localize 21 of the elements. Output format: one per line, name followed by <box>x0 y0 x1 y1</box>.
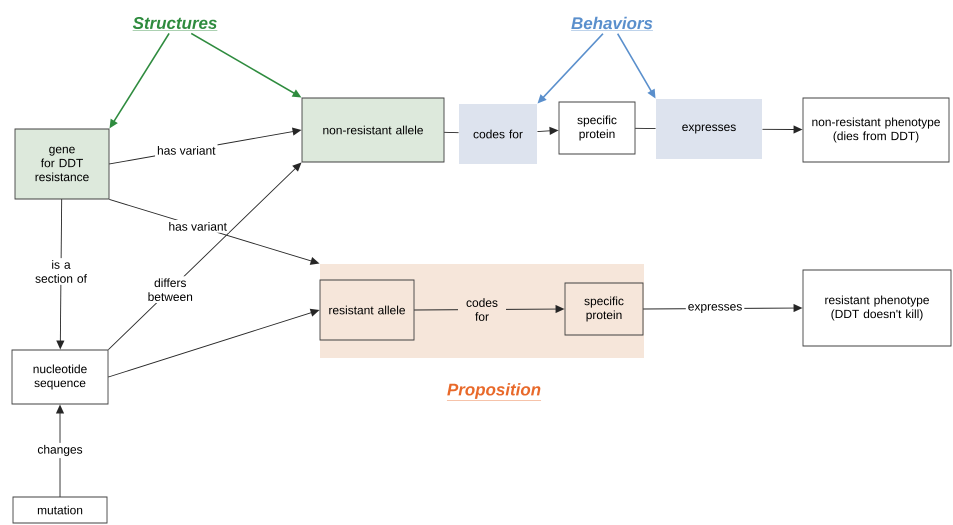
concept-box: resistant phenotype (DDT doesn't kill) <box>802 270 952 346</box>
edge-label: differs between <box>137 276 204 304</box>
edge-label: has variant <box>155 144 218 157</box>
linking-phrase-box: codes for <box>459 104 537 164</box>
category-heading: Proposition <box>446 383 542 400</box>
concept-box: specific protein <box>564 282 644 336</box>
linking-phrase-box: expresses <box>656 99 762 159</box>
concept-box: specific protein <box>558 102 636 154</box>
edge-label: codes for <box>458 296 506 323</box>
concept-box: mutation <box>12 496 108 524</box>
edge-label: expresses <box>686 302 744 315</box>
category-heading: Structures <box>132 17 218 31</box>
concept-box: non-resistant allele <box>302 98 444 162</box>
category-heading: Behaviors <box>570 16 654 31</box>
edge-label: is a section of <box>33 258 89 285</box>
concept-box: resistant allele <box>320 280 414 340</box>
concept-box: nucleotide sequence <box>12 350 108 404</box>
concept-box: gene for DDT resistance <box>14 128 110 200</box>
edge-label: changes <box>35 442 85 458</box>
edge-label: has variant <box>166 220 229 233</box>
concept-box: non-resistant phenotype (dies from DDT) <box>802 98 950 162</box>
